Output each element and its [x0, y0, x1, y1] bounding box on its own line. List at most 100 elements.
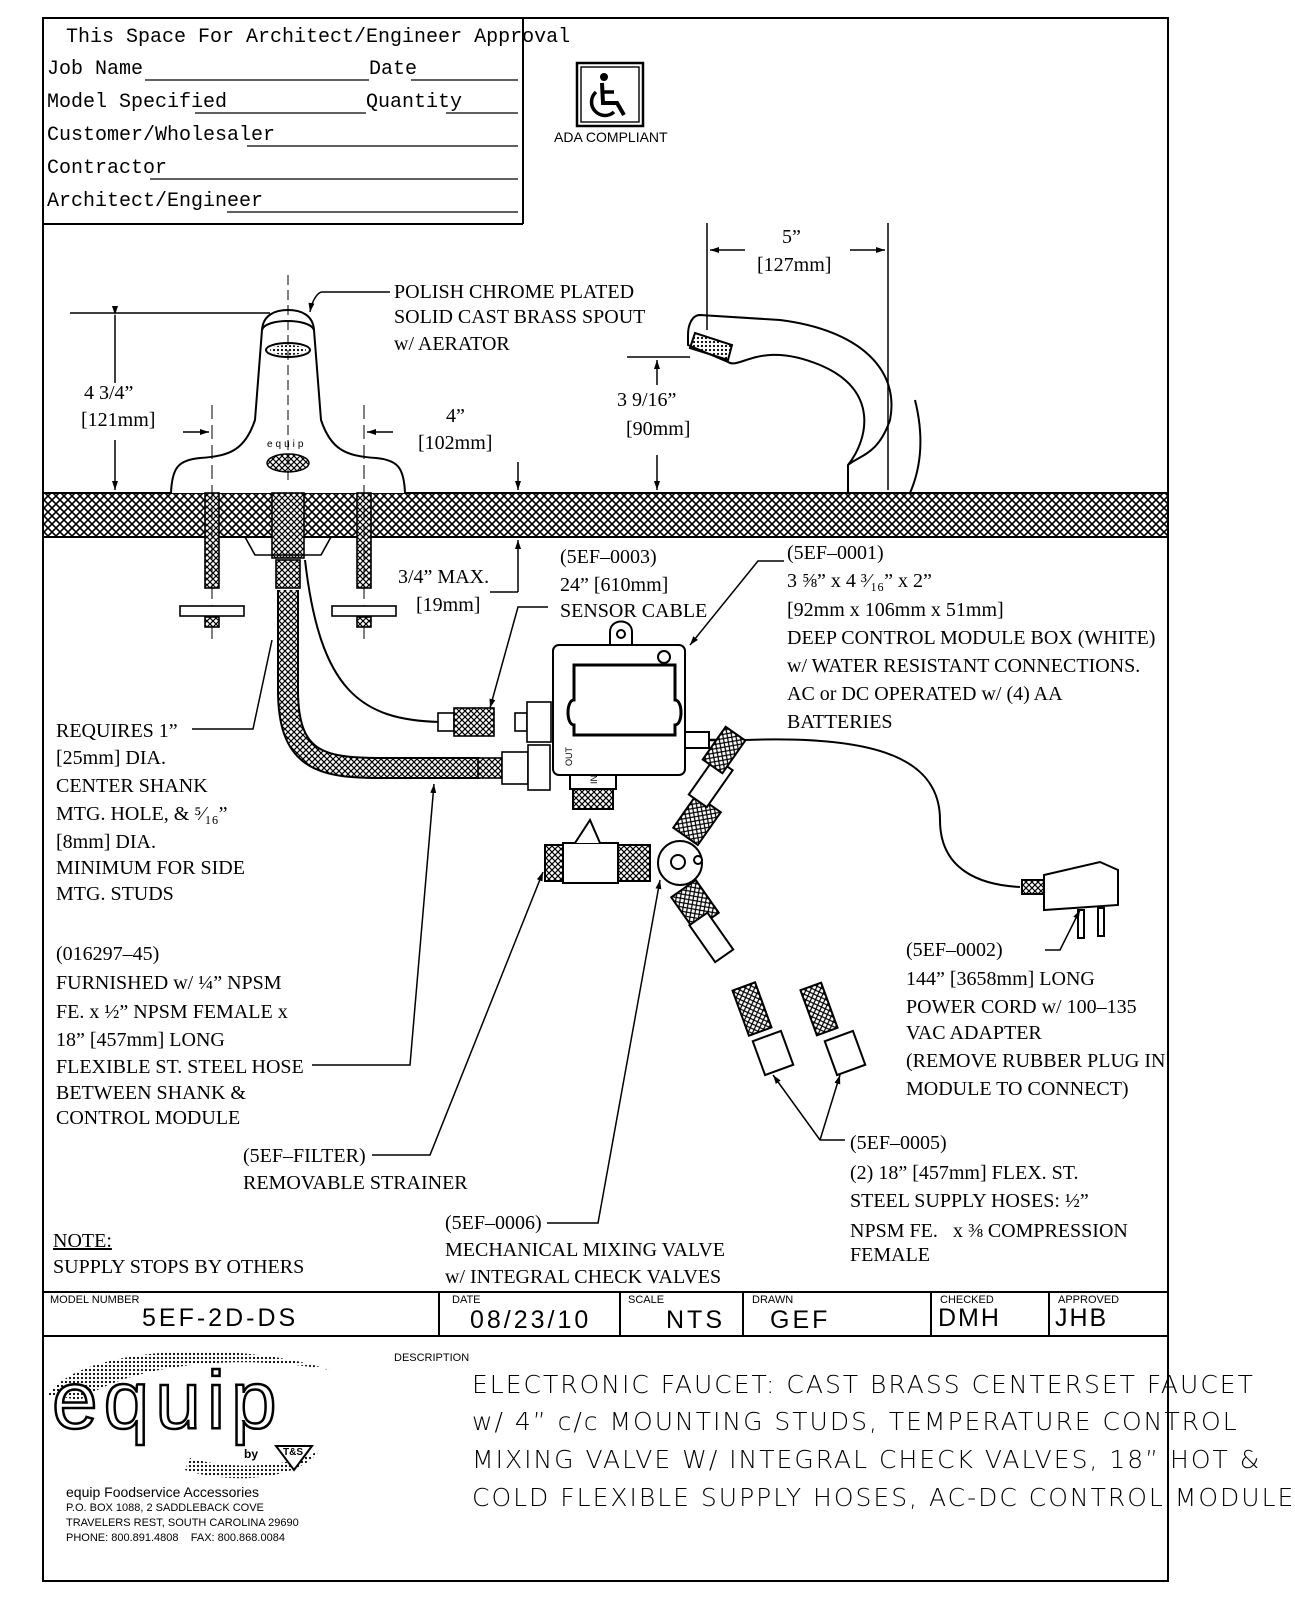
logo-by: by — [244, 1447, 259, 1461]
note-text: SUPPLY STOPS BY OTHERS — [53, 1256, 305, 1278]
shank-callout-5: [8mm] DIA. — [56, 831, 156, 853]
filter-callout-2: REMOVABLE STRAINER — [243, 1172, 468, 1194]
supply-callout-3: STEEL SUPPLY HOSES: ½” — [850, 1190, 1089, 1212]
dim-max-2: [19mm] — [416, 594, 481, 616]
dim-max-1: 3/4” MAX. — [398, 566, 490, 588]
date-field-label: DATE — [452, 1294, 481, 1306]
company-address-2: TRAVELERS REST, SOUTH CAROLINA 29690 — [66, 1517, 299, 1529]
module-callout-4: DEEP CONTROL MODULE BOX (WHITE) — [787, 627, 1156, 649]
note-heading: NOTE: — [53, 1230, 112, 1252]
sensor-callout-3: SENSOR CABLE — [560, 600, 708, 622]
dim-3916-2: [90mm] — [626, 418, 691, 440]
module-callout-3: [92mm x 106mm x 51mm] — [787, 599, 1004, 621]
ts-logo-text: T&S — [283, 1447, 303, 1458]
module-out-label: OUT — [564, 747, 574, 766]
technical-drawing — [42, 17, 1169, 1582]
job-name-label: Job Name — [47, 58, 144, 81]
hose-callout-5: FLEXIBLE ST. STEEL HOSE — [56, 1056, 304, 1078]
sensor-callout-1: (5EF–0003) — [560, 546, 657, 568]
filter-callout-1: (5EF–FILTER) — [243, 1145, 366, 1167]
sensor-cable — [304, 559, 441, 723]
module-callout-7: BATTERIES — [787, 711, 893, 733]
faucet-side-view — [687, 313, 922, 494]
dim-4-2: [102mm] — [418, 432, 493, 454]
model-specified-label: Model Specified — [47, 91, 228, 114]
supply-callout-1: (5EF–0005) — [850, 1132, 947, 1154]
shank-callout-3: CENTER SHANK — [56, 775, 208, 797]
power-callout-6: MODULE TO CONNECT) — [906, 1078, 1129, 1100]
approval-heading: This Space For Architect/Engineer Approv… — [66, 26, 571, 49]
hose-callout-6: BETWEEN SHANK & — [56, 1082, 246, 1104]
power-callout-1: (5EF–0002) — [906, 939, 1003, 961]
checked-value: DMH — [938, 1304, 1001, 1332]
hose-callout-1: (016297–45) — [56, 943, 160, 965]
mixing-callout-3: w/ INTEGRAL CHECK VALVES — [445, 1266, 722, 1288]
description-line-3: MIXING VALVE W/ INTEGRAL CHECK VALVES, 1… — [472, 1445, 1262, 1474]
mixing-callout-2: MECHANICAL MIXING VALVE — [445, 1239, 726, 1261]
description-line-4: COLD FLEXIBLE SUPPLY HOSES, AC-DC CONTRO… — [472, 1483, 1295, 1512]
equip-logo-text: equip — [51, 1355, 283, 1446]
wheelchair-icon — [575, 61, 645, 128]
description-label: DESCRIPTION — [394, 1352, 470, 1364]
approval-box-frame — [43, 18, 524, 225]
scale-label: SCALE — [628, 1294, 665, 1306]
description-line-1: ELECTRONIC FAUCET: CAST BRASS CENTERSET … — [472, 1370, 1255, 1399]
faucet-logo-text: equip — [267, 439, 307, 450]
sheet-border — [42, 17, 1169, 1582]
hose-callout-4: 18” [457mm] LONG — [56, 1029, 225, 1051]
shank-callout-1: REQUIRES 1” — [56, 720, 178, 742]
approved-value: JHB — [1055, 1304, 1109, 1332]
shank-callout-7: MTG. STUDS — [56, 883, 174, 905]
spout-callout-2: SOLID CAST BRASS SPOUT — [394, 306, 646, 328]
power-callout-4: VAC ADAPTER — [906, 1022, 1042, 1044]
spout-callout-1: POLISH CHROME PLATED — [394, 281, 635, 303]
control-module — [552, 620, 745, 810]
company-address-1: P.O. BOX 1088, 2 SADDLEBACK COVE — [66, 1502, 264, 1514]
model-number-value: 5EF-2D-DS — [142, 1304, 299, 1332]
ts-logo-icon — [274, 1445, 314, 1472]
dim-3916-1: 3 9/16” — [617, 389, 677, 411]
spec-sheet: This Space For Architect/Engineer Approv… — [42, 17, 1293, 1582]
power-callout-2: 144” [3658mm] LONG — [906, 968, 1095, 990]
hose-callout-2: FURNISHED w/ ¼” NPSM — [56, 972, 282, 994]
description-line-2: w/ 4” c/c MOUNTING STUDS, TEMPERATURE CO… — [472, 1407, 1239, 1436]
mixing-valve — [544, 725, 747, 964]
supply-callout-5: FEMALE — [850, 1244, 930, 1266]
scale-value: NTS — [666, 1306, 725, 1334]
hose-callout-7: CONTROL MODULE — [56, 1107, 241, 1129]
power-callout-5: (REMOVE RUBBER PLUG IN — [906, 1050, 1166, 1072]
contractor-label: Contractor — [47, 157, 168, 180]
company-name: equip Foodservice Accessories — [66, 1484, 259, 1500]
module-in-label: IN — [589, 775, 599, 784]
leader-lines — [192, 291, 1081, 1224]
dim-height-2: [121mm] — [81, 409, 156, 431]
spout-callout-3: w/ AERATOR — [394, 333, 510, 355]
mixing-callout-1: (5EF–0006) — [445, 1212, 542, 1234]
date-value: 08/23/10 — [470, 1306, 592, 1334]
countertop — [42, 492, 1169, 538]
company-phone: PHONE: 800.891.4808 FAX: 800.868.0084 — [66, 1532, 285, 1544]
sensor-callout-2: 24” [610mm] — [560, 574, 669, 596]
checked-label: CHECKED — [940, 1294, 994, 1306]
shank-callout-6: MINIMUM FOR SIDE — [56, 857, 245, 879]
supply-hoses — [731, 981, 867, 1077]
approved-label: APPROVED — [1058, 1294, 1120, 1306]
customer-label: Customer/Wholesaler — [47, 124, 276, 147]
drawn-label: DRAWN — [752, 1294, 794, 1306]
drawn-value: GEF — [770, 1306, 831, 1334]
ada-label: ADA COMPLIANT — [554, 129, 668, 145]
module-callout-5: w/ WATER RESISTANT CONNECTIONS. — [787, 655, 1141, 677]
mounting-studs — [179, 405, 397, 640]
model-number-label: MODEL NUMBER — [50, 1294, 140, 1306]
module-callout-2: 3 ⅝” x 4 ³⁄₁₆” x 2” — [787, 570, 932, 592]
dim-height-1: 4 3/4” — [84, 382, 134, 404]
dim-5-1: 5” — [782, 226, 801, 248]
date-label: Date — [369, 58, 418, 81]
shank-callout-2: [25mm] DIA. — [56, 747, 166, 769]
architect-label: Architect/Engineer — [47, 190, 264, 213]
power-cord — [744, 738, 1021, 888]
supply-callout-2: (2) 18” [457mm] FLEX. ST. — [850, 1162, 1079, 1184]
hose-callout-3: FE. x ½” NPSM FEMALE x — [56, 1001, 288, 1023]
shank-callout-4: MTG. HOLE, & ⁵⁄₁₆” — [56, 803, 228, 825]
module-callout-6: AC or DC OPERATED w/ (4) AA — [787, 683, 1063, 705]
